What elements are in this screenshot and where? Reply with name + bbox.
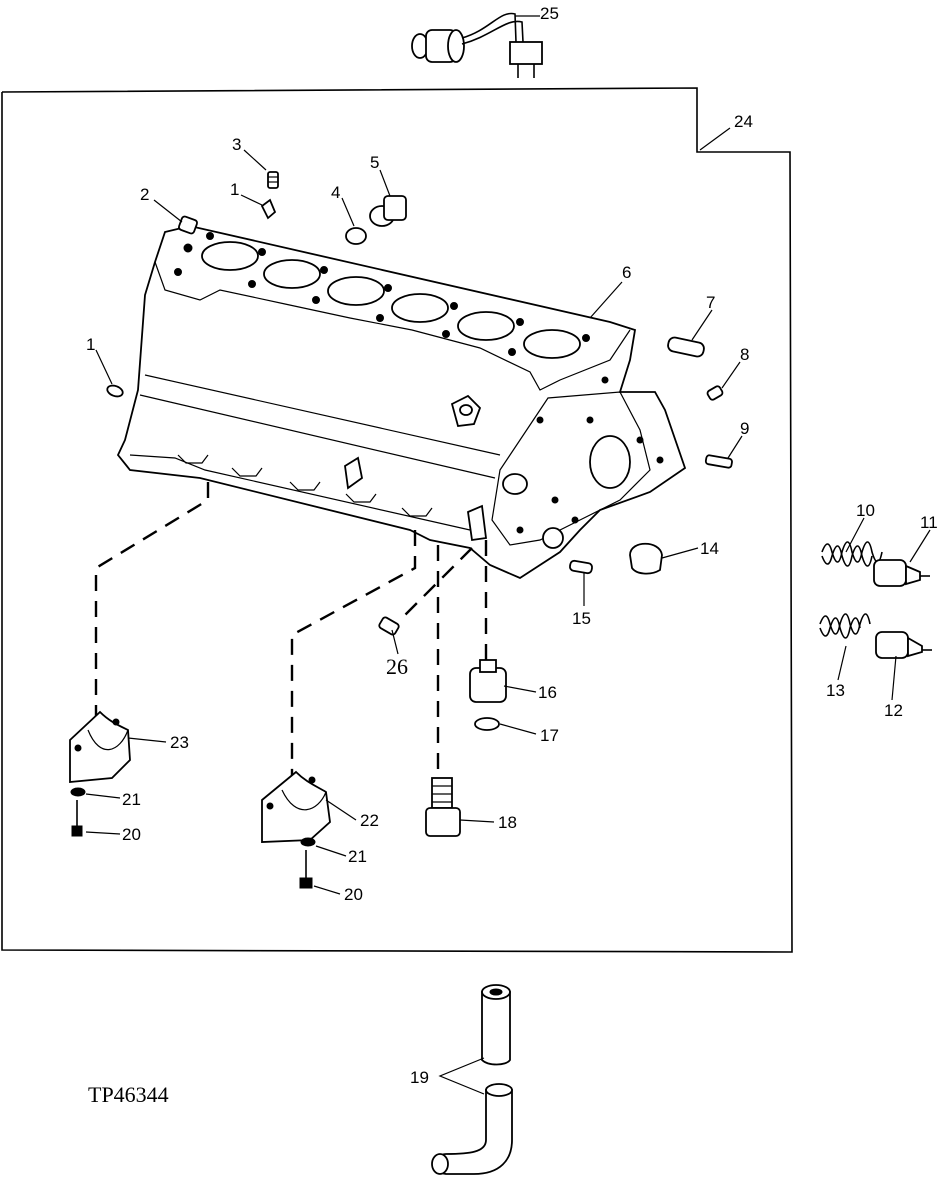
callout-7: 7 <box>706 293 715 312</box>
callout-4: 4 <box>331 183 340 202</box>
callout-15: 15 <box>572 609 591 628</box>
part-9-stud <box>704 454 733 469</box>
part-2-plug <box>178 215 198 235</box>
callout-14: 14 <box>700 539 719 558</box>
part-1-dowel-side <box>106 384 124 398</box>
callout-9: 9 <box>740 419 749 438</box>
callout-6: 6 <box>622 263 631 282</box>
callout-3: 3 <box>232 135 241 154</box>
part-1-dowel-top <box>260 198 277 220</box>
callout-26: 26 <box>386 654 408 679</box>
part-13-spring <box>819 613 871 639</box>
part-8-plug <box>706 385 724 401</box>
callout-8: 8 <box>740 345 749 364</box>
part-12-valve <box>875 631 932 659</box>
part-26-plug <box>378 616 400 636</box>
callout-17: 17 <box>540 726 559 745</box>
part-21-washer-a <box>70 787 86 797</box>
figure-id: TP46344 <box>88 1082 169 1107</box>
part-20-bolt-a <box>71 800 83 837</box>
assembly-dashed-lines <box>94 482 488 780</box>
part-10-spring <box>821 541 883 567</box>
part-17-o-ring <box>474 717 500 731</box>
part-15-dowel <box>569 559 593 575</box>
part-5-plug <box>369 195 407 227</box>
callout-labels: 25 24 3 1 2 4 5 1 6 7 8 9 10 11 14 15 13… <box>86 4 938 1087</box>
callout-24: 24 <box>734 112 753 131</box>
part-14-cap <box>629 542 663 575</box>
part-25-sender <box>411 12 543 78</box>
leader-lines <box>85 15 931 1095</box>
callout-20-left: 20 <box>122 825 141 844</box>
part-19-hose-elbow <box>431 1083 513 1175</box>
callout-1-top: 1 <box>230 180 239 199</box>
part-16-plug <box>469 659 507 703</box>
callout-18: 18 <box>498 813 517 832</box>
part-18-fitting <box>425 777 461 837</box>
part-21-washer-b <box>300 837 316 847</box>
callout-22: 22 <box>360 811 379 830</box>
callout-25: 25 <box>540 4 559 23</box>
callout-10: 10 <box>856 501 875 520</box>
part-6-cylinder-block <box>116 225 687 580</box>
callout-21-left: 21 <box>122 790 141 809</box>
callout-19: 19 <box>410 1068 429 1087</box>
part-19-hose-straight <box>481 984 511 1066</box>
callout-2: 2 <box>140 185 149 204</box>
part-11-valve <box>873 559 930 587</box>
callout-11: 11 <box>920 513 938 532</box>
part-4-o-ring <box>345 227 367 245</box>
part-22-bearing-cap <box>261 770 331 843</box>
kit-boundary-outline <box>1 87 793 953</box>
callout-1-side: 1 <box>86 335 95 354</box>
callout-20-right: 20 <box>344 885 363 904</box>
callout-16: 16 <box>538 683 557 702</box>
callout-12: 12 <box>884 701 903 720</box>
part-23-bearing-cap <box>69 710 131 783</box>
callout-21-right: 21 <box>348 847 367 866</box>
callout-13: 13 <box>826 681 845 700</box>
callout-23: 23 <box>170 733 189 752</box>
part-7-pin <box>667 336 705 358</box>
callout-5: 5 <box>370 153 379 172</box>
part-3-plug <box>267 171 279 189</box>
part-20-bolt-b <box>299 850 313 889</box>
